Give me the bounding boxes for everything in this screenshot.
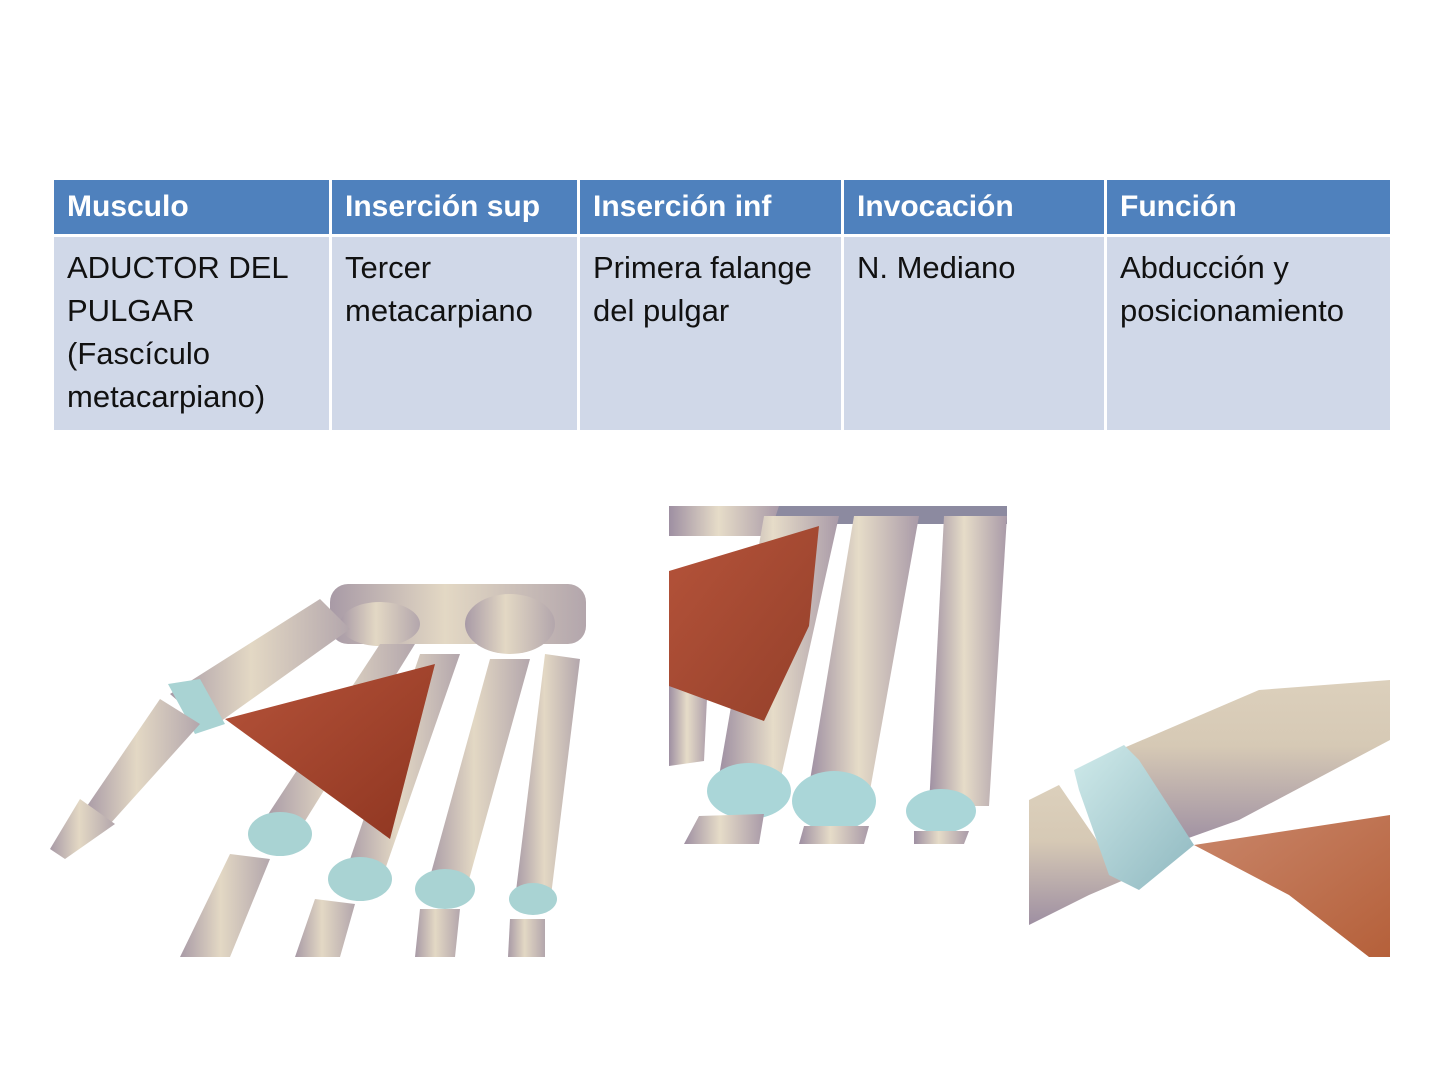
header-funcion: Función	[1104, 177, 1393, 237]
table-row: ADUCTOR DEL PULGAR (Fascículo metacarpia…	[51, 234, 1393, 433]
cell-musculo: ADUCTOR DEL PULGAR (Fascículo metacarpia…	[51, 234, 332, 433]
header-invocacion: Invocación	[841, 177, 1107, 237]
cell-insercion-sup: Tercer metacarpiano	[329, 234, 580, 433]
header-insercion-inf: Inserción inf	[577, 177, 844, 237]
cell-invocacion: N. Mediano	[841, 234, 1107, 433]
cell-insercion-inf: Primera falange del pulgar	[577, 234, 844, 433]
header-insercion-sup: Inserción sup	[329, 177, 580, 237]
thumb-phalanx-insertion-closeup-image	[1029, 680, 1390, 957]
metacarpal-insertion-closeup-image	[669, 506, 1007, 844]
cell-funcion: Abducción y posicionamiento	[1104, 234, 1393, 433]
muscle-table: Musculo Inserción sup Inserción inf Invo…	[51, 177, 1393, 433]
hand-skeleton-overview-image	[50, 584, 586, 957]
table-header-row: Musculo Inserción sup Inserción inf Invo…	[51, 177, 1393, 237]
header-musculo: Musculo	[51, 177, 332, 237]
